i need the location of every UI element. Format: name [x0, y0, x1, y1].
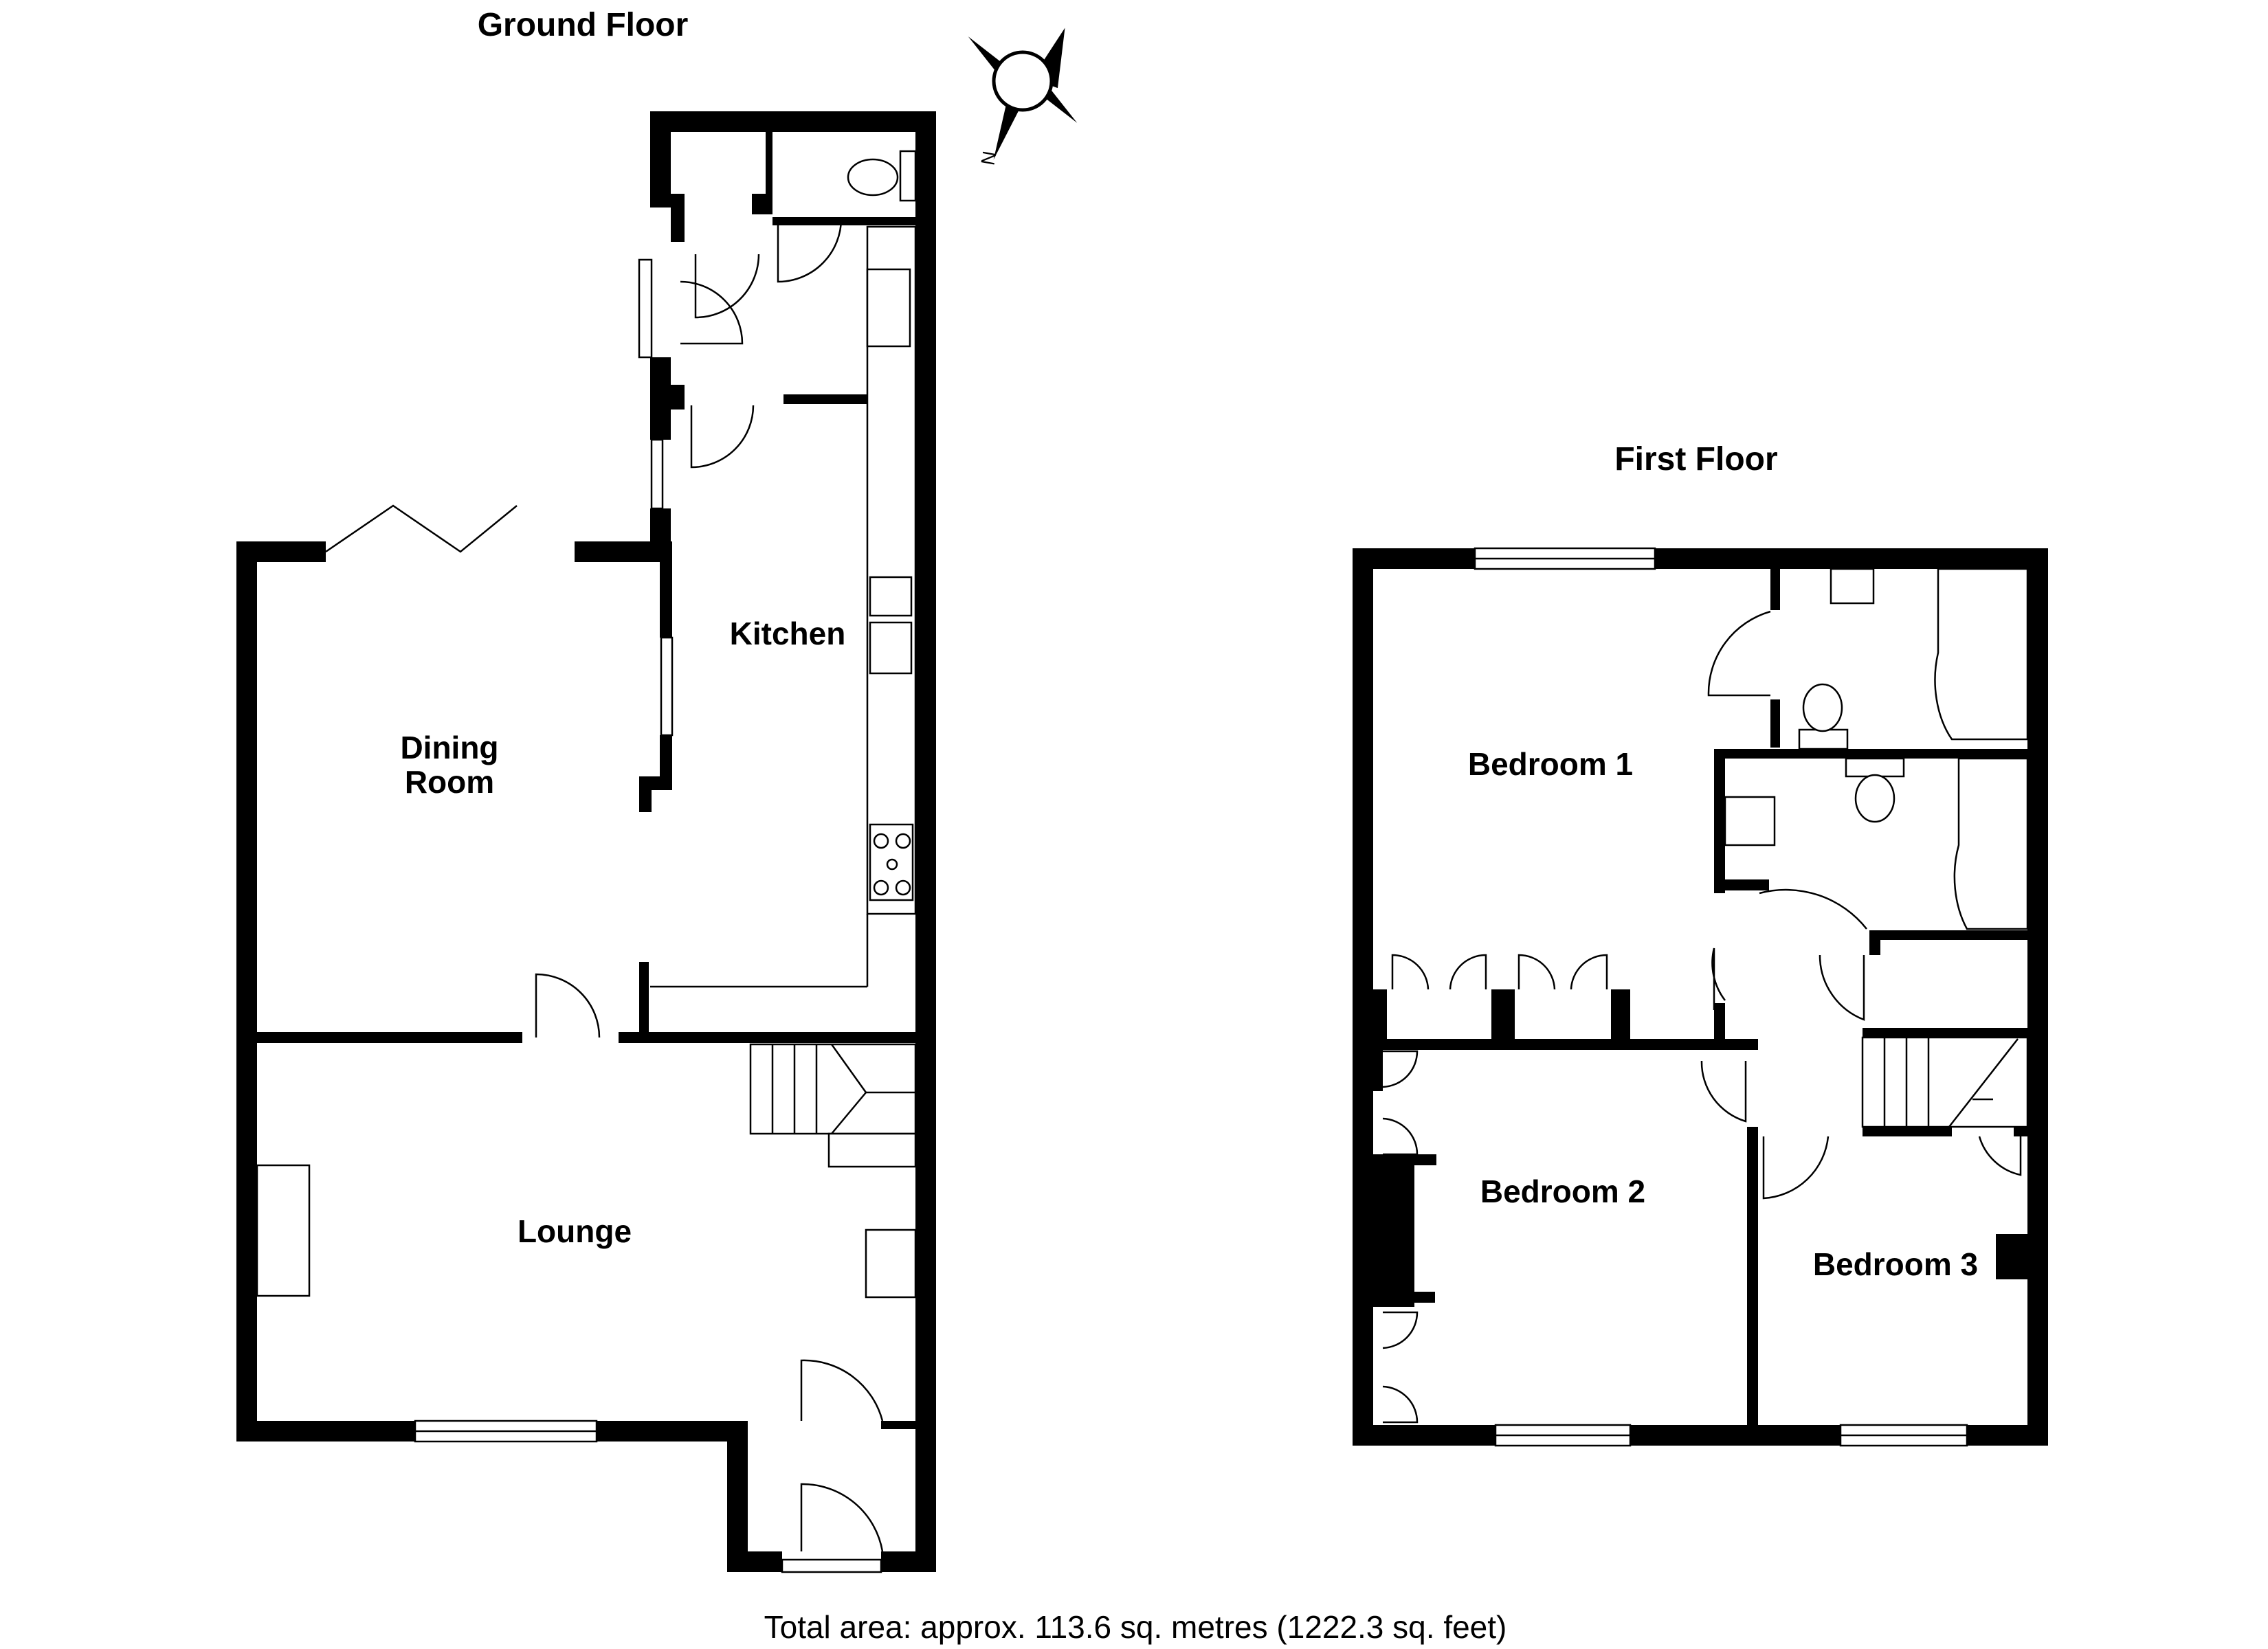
room-label-bedroom-1: Bedroom 1	[1468, 746, 1633, 782]
total-area-caption: Total area: approx. 113.6 sq. metres (12…	[764, 1609, 1507, 1645]
room-label-dining-line2: Room	[405, 764, 494, 800]
toilet-icon	[1854, 774, 1895, 823]
first-floor-plan: First Floor	[1353, 441, 2048, 1447]
ground-floor-windows	[414, 258, 882, 1573]
bathroom-fixtures	[1724, 568, 2029, 930]
kitchen-units	[650, 150, 917, 988]
first-floor-walls	[1353, 548, 2048, 1446]
bath-icon	[1953, 757, 2029, 930]
toilet-icon	[847, 158, 899, 197]
bath-icon	[1934, 568, 2029, 741]
staircase-icon	[749, 1043, 917, 1168]
toilet-cistern	[899, 150, 917, 202]
utility-sink-icon	[866, 268, 911, 348]
first-floor-doors[interactable]	[1382, 610, 2022, 1424]
lounge-features	[256, 1043, 917, 1299]
compass-rose: N	[968, 27, 1078, 167]
first-floor-title: First Floor	[1614, 441, 1777, 478]
room-label-dining-line1: Dining	[400, 730, 498, 765]
room-label-bedroom-3: Bedroom 3	[1813, 1246, 1978, 1282]
room-label-lounge: Lounge	[518, 1213, 632, 1249]
ground-floor-title: Ground Floor	[478, 7, 689, 43]
toilet-icon	[1802, 683, 1843, 732]
fireplace	[256, 1164, 311, 1297]
basin-icon	[1724, 796, 1776, 846]
room-label-kitchen: Kitchen	[730, 616, 846, 651]
first-floor-windows	[1474, 547, 1968, 1447]
kitchen-sink-icon	[869, 576, 913, 617]
ground-floor-walls	[236, 111, 936, 1572]
ground-floor-doors[interactable]	[535, 218, 884, 1552]
first-floor-staircase-icon	[1861, 1036, 2029, 1128]
room-label-bedroom-2: Bedroom 2	[1480, 1174, 1645, 1209]
bifold-door	[325, 504, 518, 553]
basin-icon	[1830, 568, 1875, 605]
ground-floor-plan: Ground Floor	[236, 7, 936, 1573]
